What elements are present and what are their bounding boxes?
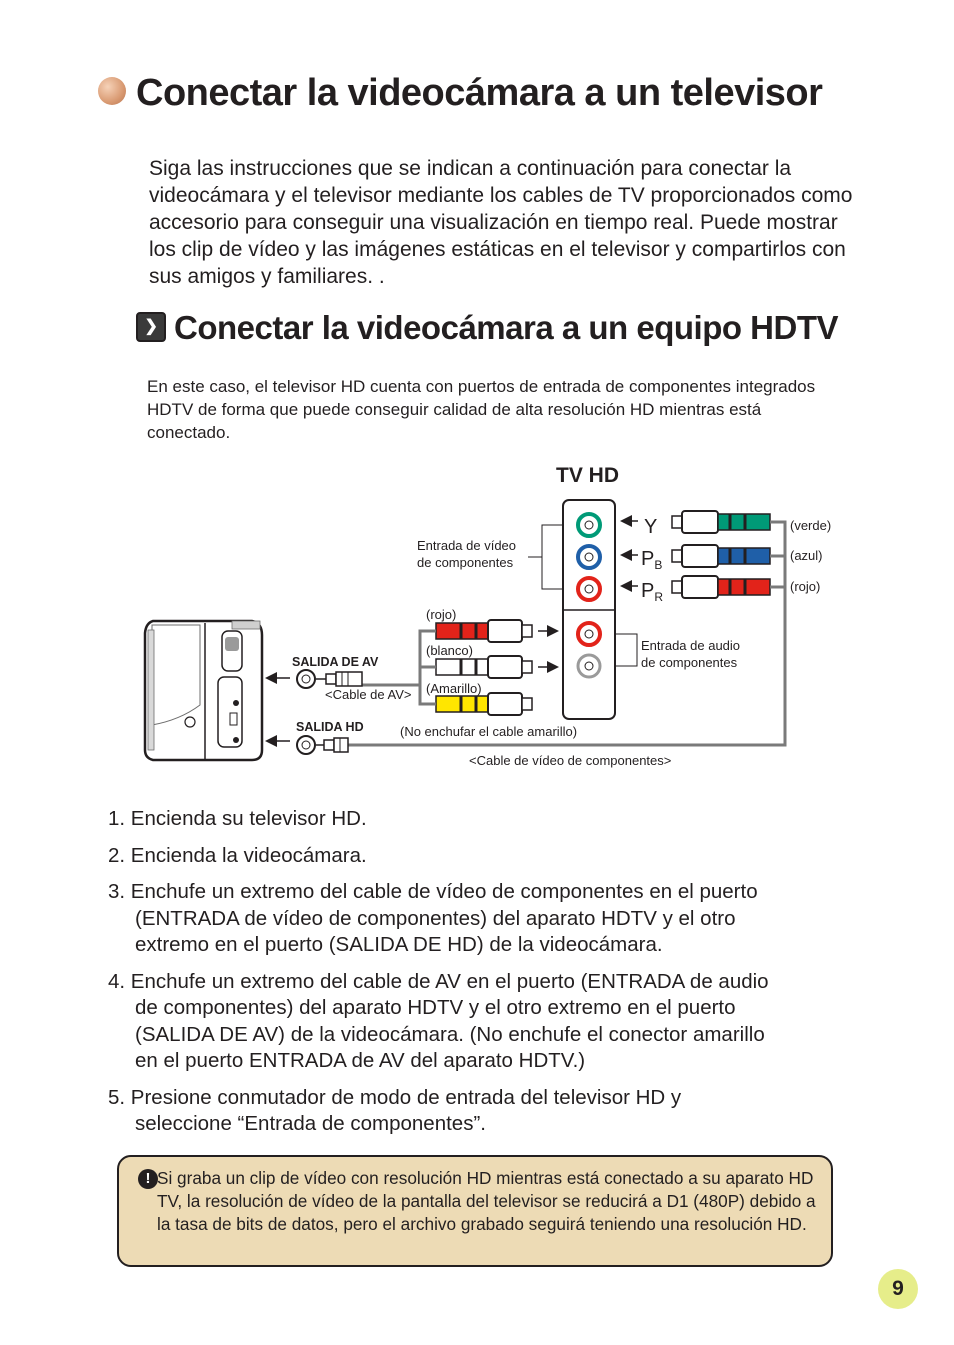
av-plug-yellow [435, 692, 533, 716]
av-plug-red [435, 619, 533, 643]
step-line: seleccione “Entrada de componentes”. [135, 1112, 486, 1135]
av-cable-label: <Cable de AV> [325, 687, 412, 702]
audio-in-label-1: Entrada de audio [641, 638, 740, 653]
component-plug-green [671, 510, 771, 534]
step-line: 5. Presione conmutador de modo de entrad… [108, 1085, 682, 1109]
section-title: ❯Conectar la videocámara a un equipo HDT… [136, 309, 839, 347]
note-text: Si graba un clip de vídeo con resolución… [157, 1168, 816, 1234]
av-yellow-label: (Amarillo) [426, 681, 482, 696]
step-line: de componentes) del aparato HDTV y el ot… [135, 996, 736, 1019]
audio-in-label-2: de componentes [641, 655, 738, 670]
step-line: 4. Enchufe un extremo del cable de AV en… [108, 969, 769, 993]
bullet-circle-icon [98, 76, 126, 105]
step-item: 5. Presione conmutador de modo de entrad… [108, 1085, 848, 1138]
no-yellow-label: (No enchufar el cable amarillo) [400, 724, 577, 739]
port-y [576, 512, 602, 538]
step-line: (SALIDA DE AV) de la videocámara. (No en… [135, 1022, 765, 1046]
step-item: 2. Encienda la videocámara. [108, 843, 848, 870]
cable-green-label: (verde) [790, 518, 831, 533]
hd-out-label: SALIDA HD [296, 720, 364, 734]
camcorder [143, 619, 264, 762]
component-plug-red [671, 575, 771, 599]
steps-list: 1. Encienda su televisor HD. 2. Encienda … [108, 806, 848, 1148]
step-line: extremo en el puerto (SALIDA DE HD) de l… [135, 933, 663, 956]
step-item: 4. Enchufe un extremo del cable de AV en… [108, 969, 848, 1075]
note-box: ! Si graba un clip de vídeo con resoluci… [117, 1155, 833, 1267]
port-pb [576, 544, 602, 570]
tv-label: TV HD [556, 464, 619, 487]
av-out-label: SALIDA DE AV [292, 655, 379, 669]
cable-red-label: (rojo) [790, 579, 820, 594]
port-pr [576, 576, 602, 602]
step-item: 3. Enchufe un extremo del cable de vídeo… [108, 879, 848, 959]
av-plug-white [435, 655, 533, 679]
video-in-label-2: de componentes [417, 555, 514, 570]
page-number: 9 [878, 1269, 918, 1309]
port-audio-white [576, 653, 602, 679]
chevron-right-icon: ❯ [136, 312, 166, 343]
port-audio-red [576, 621, 602, 647]
port-pr-label: PR [641, 580, 663, 604]
connection-diagram: TV HD Entrada de vídeo de componentes En… [143, 464, 831, 768]
av-out-jack [296, 669, 363, 689]
av-white-label: (blanco) [426, 643, 473, 658]
step-line: 3. Enchufe un extremo del cable de vídeo… [108, 880, 758, 903]
port-pb-label: PB [641, 548, 662, 572]
step-line: 2. Encienda la videocámara. [108, 843, 367, 867]
av-red-label: (rojo) [426, 607, 456, 622]
component-plug-blue [671, 544, 771, 568]
step-line: en el puerto ENTRADA de AV del aparato H… [135, 1049, 586, 1072]
port-y-label: Y [644, 516, 657, 538]
video-in-label-1: Entrada de vídeo [417, 538, 516, 553]
step-item: 1. Encienda su televisor HD. [108, 806, 848, 833]
step-line: (ENTRADA de vídeo de componentes) del ap… [135, 906, 736, 930]
component-cable-label: <Cable de vídeo de componentes> [469, 753, 671, 768]
cable-blue-label: (azul) [790, 548, 823, 563]
page-title: Conectar la videocámara a un televisor [98, 72, 823, 115]
exclamation-icon: ! [138, 1169, 158, 1189]
intro-paragraph: Siga las instrucciones que se indican a … [149, 157, 853, 288]
step-line: 1. Encienda su televisor HD. [108, 807, 367, 830]
section-paragraph: En este caso, el televisor HD cuenta con… [147, 377, 816, 442]
hd-out-jack [296, 735, 349, 755]
